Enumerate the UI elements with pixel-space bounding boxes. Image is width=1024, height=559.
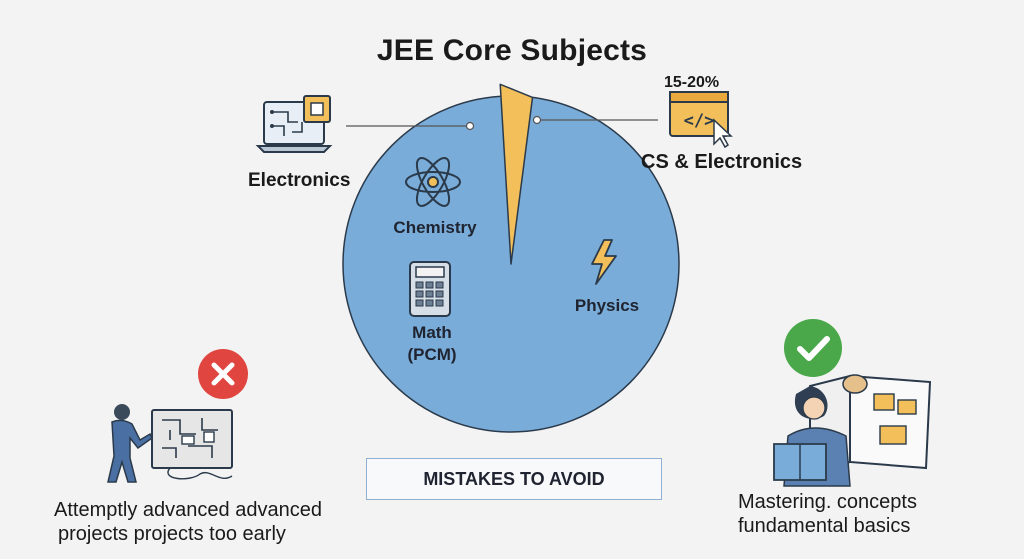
page-title: JEE Core Subjects — [376, 34, 648, 67]
good-caption-line2: fundamental basics — [738, 515, 911, 537]
code-window-icon: </> — [669, 91, 733, 149]
pie-slice-cs-electronics — [499, 83, 534, 265]
student-reading-illustration — [773, 374, 932, 487]
check-badge-icon — [784, 319, 842, 377]
pie-group — [342, 83, 680, 433]
atom-icon — [405, 157, 461, 207]
label-math-line2: (PCM) — [407, 345, 457, 364]
connector-dot-cs — [532, 115, 542, 125]
bad-caption-line2: projects projects too early — [58, 523, 286, 545]
lightning-icon — [591, 239, 617, 285]
connector-dot-electronics — [465, 121, 475, 131]
label-cs-percent: 15-20% — [664, 74, 720, 91]
label-math-line1: Math — [412, 323, 452, 342]
good-caption: Mastering. concepts fundamental basics — [738, 490, 917, 538]
cross-badge-icon — [198, 349, 248, 399]
mistakes-to-avoid-box: MISTAKES TO AVOID — [366, 458, 662, 500]
label-physics: Physics — [574, 296, 640, 315]
label-cs-electronics: CS & Electronics — [641, 151, 803, 173]
calculator-icon — [409, 261, 451, 317]
engineer-circuit-illustration — [107, 404, 233, 483]
label-electronics: Electronics — [248, 170, 351, 191]
laptop-circuit-icon — [255, 95, 333, 153]
good-caption-line1: Mastering. concepts — [738, 491, 917, 513]
svg-text:</>: </> — [684, 111, 715, 131]
bad-caption-line1: Attemptly advanced advanced — [54, 499, 322, 521]
bad-caption: Attemptly advanced advanced projects pro… — [54, 498, 322, 546]
label-chemistry: Chemistry — [393, 218, 477, 237]
label-math: Math (PCM) — [392, 322, 472, 366]
